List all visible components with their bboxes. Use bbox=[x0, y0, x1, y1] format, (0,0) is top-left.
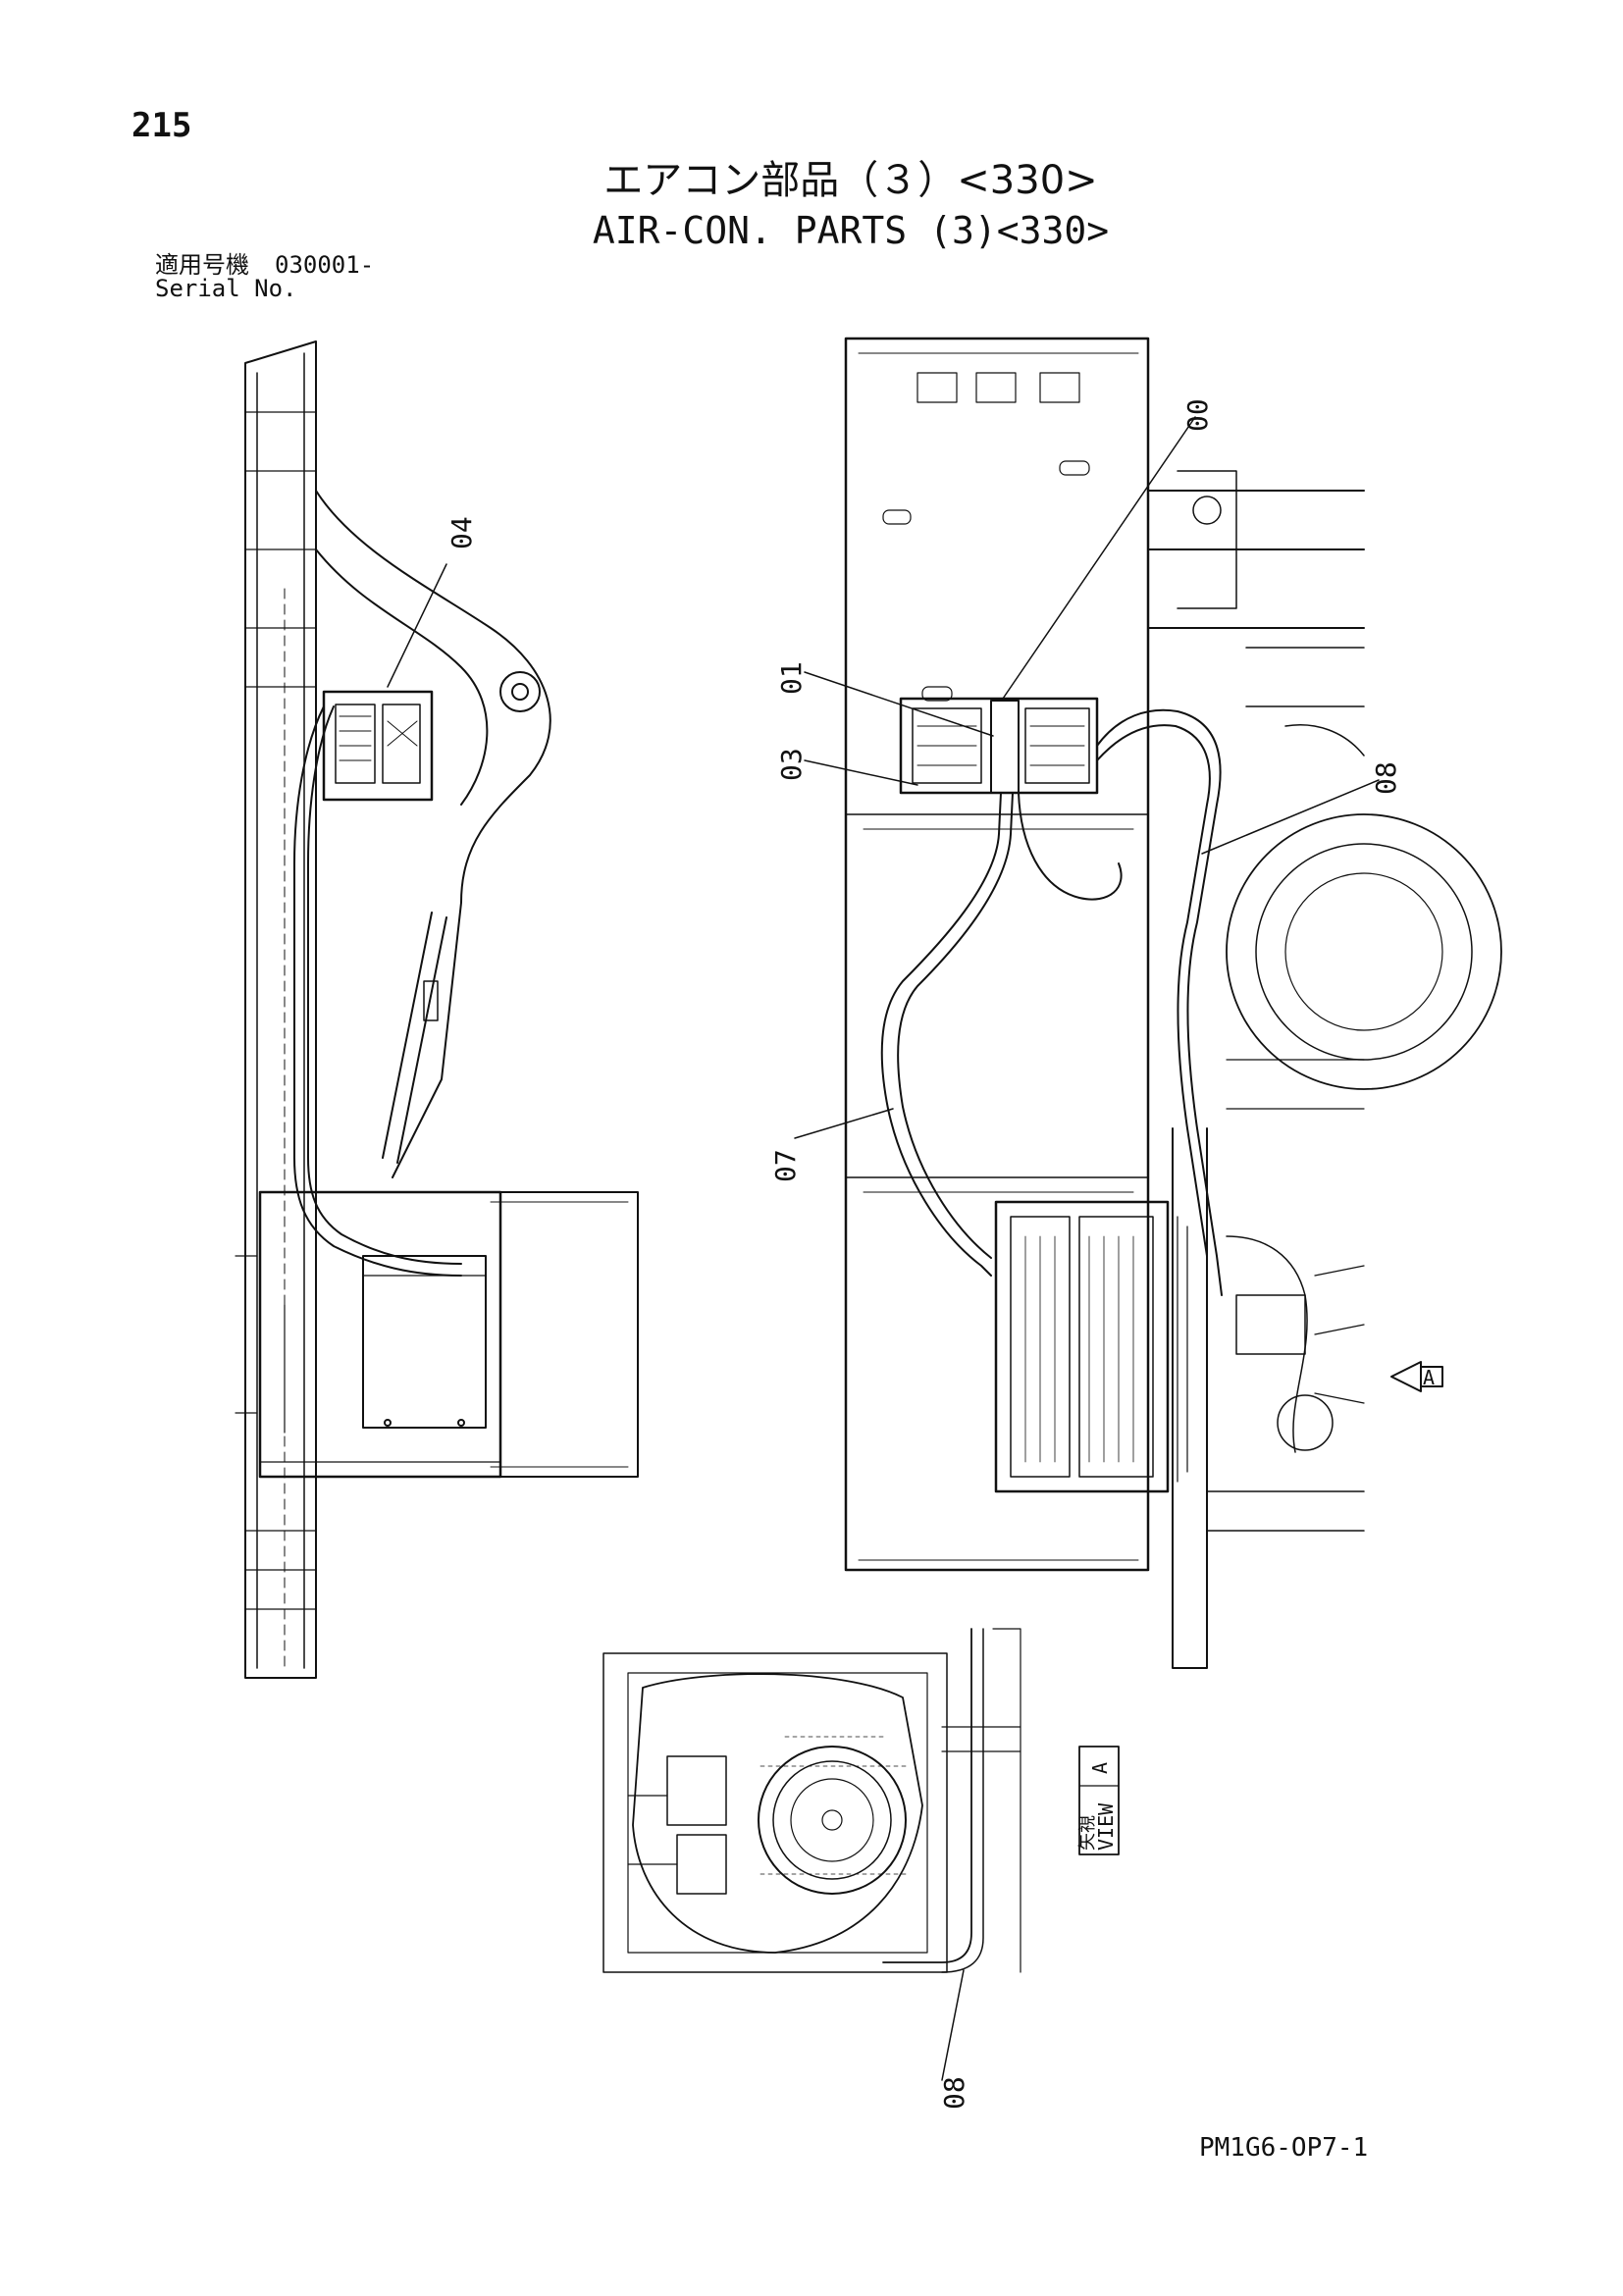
callout-08-view-a: 08 bbox=[938, 2076, 970, 2110]
view-a-label-jp: 矢視 bbox=[1077, 1815, 1098, 1851]
view-a-label bbox=[1078, 1746, 1120, 1855]
title-japanese: エアコン部品（３）<330> bbox=[603, 158, 1098, 203]
page-title: エアコン部品（３）<330> AIR-CON. PARTS (3)<330> bbox=[0, 155, 1623, 255]
left-side-view bbox=[235, 340, 639, 1679]
view-a-label-letter: A bbox=[1088, 1762, 1112, 1774]
serial-label-jp: 適用号機 bbox=[155, 251, 249, 279]
main-plan-view bbox=[794, 337, 1502, 1669]
serial-info: 適用号機 030001- Serial No. bbox=[155, 253, 374, 300]
callout-08: 08 bbox=[1370, 761, 1402, 795]
view-a-marker: A bbox=[1423, 1366, 1435, 1389]
view-a-arrow bbox=[1390, 1361, 1443, 1392]
view-a-detail bbox=[602, 1628, 1021, 2081]
page-number: 215 bbox=[131, 106, 192, 145]
callout-00: 00 bbox=[1181, 398, 1214, 432]
view-a-label-en: VIEW bbox=[1094, 1802, 1118, 1851]
callout-07: 07 bbox=[769, 1149, 802, 1182]
callout-03: 03 bbox=[775, 748, 808, 781]
drawing-code: PM1G6-OP7-1 bbox=[1199, 2133, 1369, 2163]
callout-01: 01 bbox=[775, 661, 808, 695]
serial-label-en: Serial No. bbox=[155, 275, 297, 302]
callout-04: 04 bbox=[445, 516, 478, 549]
title-english: AIR-CON. PARTS (3)<330> bbox=[592, 209, 1110, 252]
serial-value: 030001- bbox=[275, 251, 375, 279]
